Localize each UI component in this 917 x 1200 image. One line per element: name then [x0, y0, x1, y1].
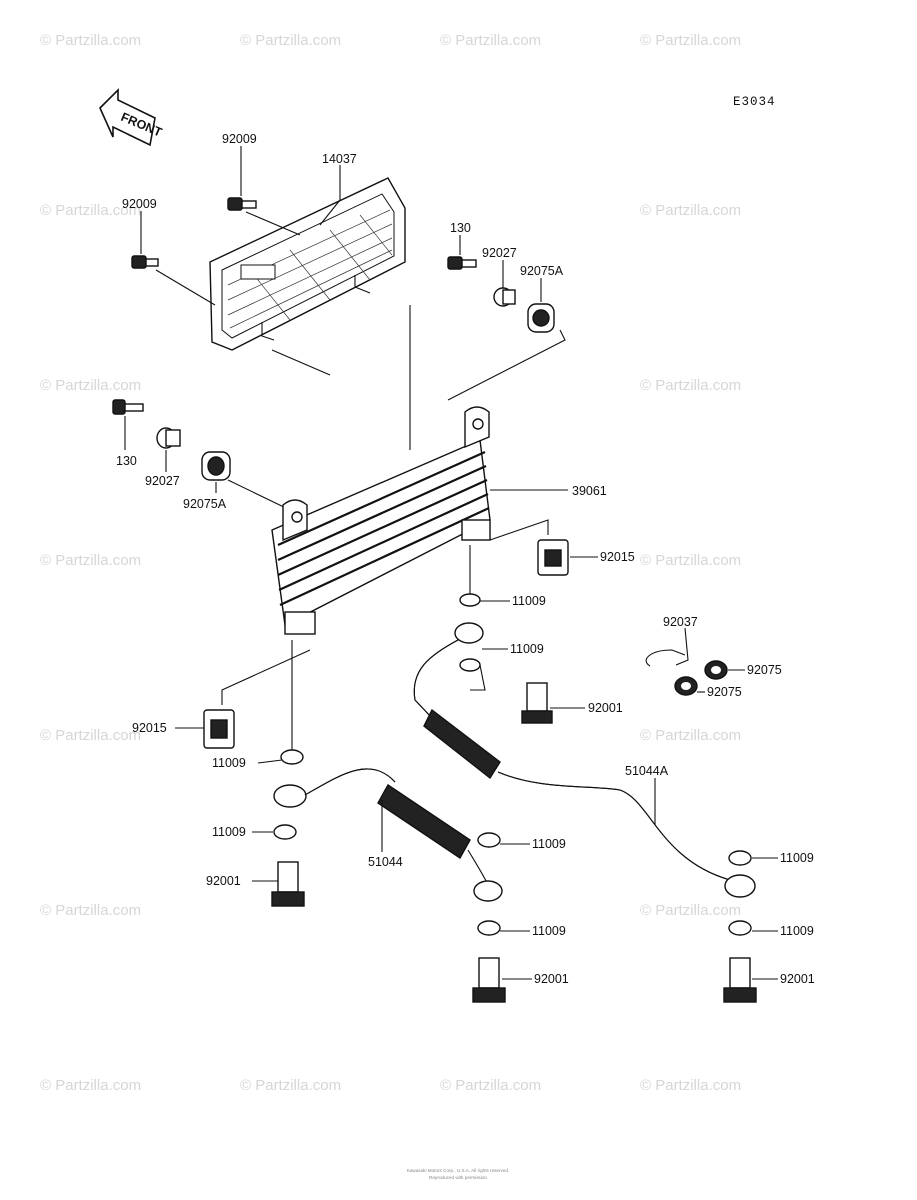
banjo-bolt-92001-d	[723, 957, 757, 1003]
washer-11009-a	[459, 593, 481, 607]
label-92075-b: 92075	[707, 685, 742, 699]
hose-51044A-corrugated	[423, 708, 501, 780]
label-92075A-right: 92075A	[520, 264, 564, 278]
watermark: © Partzilla.com	[240, 1077, 341, 1094]
hose-51044	[273, 768, 503, 902]
washer-11009-e	[477, 832, 501, 848]
watermark: © Partzilla.com	[240, 32, 341, 49]
label-130-left: 130	[116, 454, 137, 468]
footer-line-1: Kawasaki Motors Corp., U.S.A. All rights…	[407, 1168, 509, 1173]
watermark: © Partzilla.com	[40, 902, 141, 919]
bolt-130-right	[447, 256, 477, 270]
label-11009-f: 11009	[780, 851, 814, 865]
grommet-92075-b	[674, 676, 698, 696]
label-51044A: 51044A	[625, 764, 669, 778]
watermark: © Partzilla.com	[640, 552, 741, 569]
watermark: © Partzilla.com	[40, 202, 141, 219]
clamp-92015-left	[203, 709, 235, 749]
grommet-92075A-right	[527, 303, 555, 333]
bolt-92009-upper	[227, 197, 257, 211]
footer-line-2: Reproduced with permission	[429, 1175, 487, 1180]
label-92037: 92037	[663, 615, 698, 629]
label-92001-c: 92001	[534, 972, 569, 986]
label-92027-right: 92027	[482, 246, 517, 260]
label-11009-d: 11009	[212, 825, 246, 839]
washer-11009-b	[459, 658, 481, 672]
label-51044: 51044	[368, 855, 403, 869]
watermark: © Partzilla.com	[640, 1077, 741, 1094]
label-11009-b: 11009	[510, 642, 544, 656]
watermark: © Partzilla.com	[640, 902, 741, 919]
collar-92027-right	[493, 287, 516, 307]
watermark: © Partzilla.com	[640, 32, 741, 49]
label-130-right: 130	[450, 221, 471, 235]
collar-92027-left	[156, 427, 181, 449]
label-39061: 39061	[572, 484, 607, 498]
watermark-layer: © Partzilla.com © Partzilla.com © Partzi…	[40, 32, 741, 1094]
label-92015-left: 92015	[132, 721, 167, 735]
clamp-92015-right	[537, 539, 569, 576]
label-11009-c: 11009	[212, 756, 246, 770]
washer-11009-c	[280, 749, 304, 765]
washer-11009-h	[728, 920, 752, 936]
label-92075-a: 92075	[747, 663, 782, 677]
label-11009-h: 11009	[780, 924, 814, 938]
leader-lines	[124, 146, 778, 980]
banjo-bolt-92001-b	[271, 861, 305, 907]
washer-11009-g	[477, 920, 501, 936]
cooler-screen	[209, 177, 406, 351]
bolt-92009-left	[131, 255, 159, 269]
banjo-bolt-92001-c	[472, 957, 506, 1003]
watermark: © Partzilla.com	[40, 1077, 141, 1094]
watermark: © Partzilla.com	[40, 377, 141, 394]
watermark: © Partzilla.com	[40, 727, 141, 744]
watermark: © Partzilla.com	[40, 32, 141, 49]
label-11009-a: 11009	[512, 594, 546, 608]
label-92075A-left: 92075A	[183, 497, 227, 511]
diagram-code: E3034	[733, 95, 776, 109]
watermark: © Partzilla.com	[640, 202, 741, 219]
label-92001-d: 92001	[780, 972, 815, 986]
front-arrow-icon: FRONT	[99, 88, 164, 147]
banjo-bolt-92001-a	[521, 682, 553, 724]
footer-copyright: Kawasaki Motors Corp., U.S.A. All rights…	[407, 1168, 509, 1180]
grommet-92075-a	[704, 660, 728, 680]
label-11009-g: 11009	[532, 924, 566, 938]
washer-11009-f	[728, 850, 752, 866]
watermark: © Partzilla.com	[440, 1077, 541, 1094]
oil-cooler	[271, 406, 491, 635]
watermark: © Partzilla.com	[640, 727, 741, 744]
label-11009-e: 11009	[532, 837, 566, 851]
watermark: © Partzilla.com	[40, 552, 141, 569]
label-92027-left: 92027	[145, 474, 180, 488]
grommet-92075A-left	[201, 451, 231, 481]
label-92001-b: 92001	[206, 874, 241, 888]
part-labels: 92009 14037 92009 130 92027 92075A 130 9…	[116, 132, 815, 986]
label-92009-left: 92009	[122, 197, 157, 211]
watermark: © Partzilla.com	[640, 377, 741, 394]
bolt-130-left	[112, 399, 144, 415]
hose-51044A	[413, 622, 756, 898]
clip-92037	[645, 649, 686, 667]
label-92015-right: 92015	[600, 550, 635, 564]
watermark: © Partzilla.com	[440, 32, 541, 49]
label-14037: 14037	[322, 152, 357, 166]
washer-11009-d	[273, 824, 297, 840]
label-92001-a: 92001	[588, 701, 623, 715]
label-92009-upper: 92009	[222, 132, 257, 146]
